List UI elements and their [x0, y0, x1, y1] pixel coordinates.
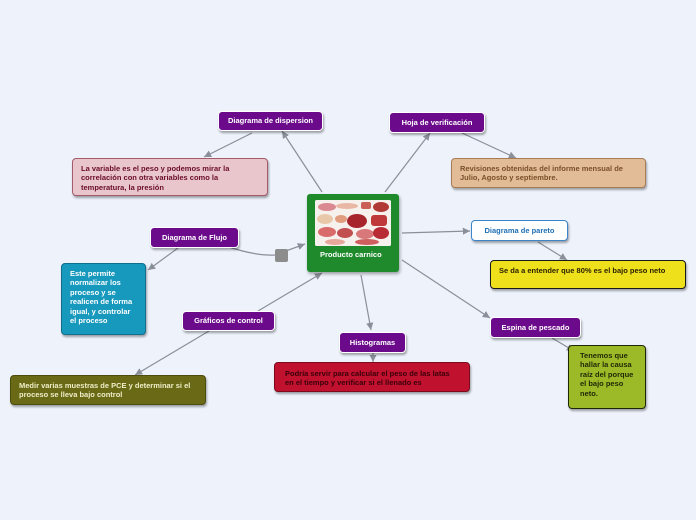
meat-products-image: [315, 200, 391, 246]
note-dispersion[interactable]: La variable es el peso y podemos mirar l…: [72, 158, 268, 196]
link-control-central: [257, 272, 323, 312]
link-pareto-note: [537, 241, 568, 261]
topic-diagrama-flujo[interactable]: Diagrama de Flujo: [150, 227, 239, 248]
topic-histogramas[interactable]: Histogramas: [339, 332, 406, 353]
central-topic-label: Producto carnico: [320, 250, 382, 259]
link-flujo-note: [147, 247, 179, 271]
note-control[interactable]: Medir varias muestras de PCE y determina…: [10, 375, 206, 405]
link-control-note: [134, 330, 210, 376]
topic-espina-pescado[interactable]: Espina de pescado: [490, 317, 581, 338]
link-dispersion-note: [203, 132, 253, 158]
link-central-histogramas: [360, 274, 374, 331]
note-histogramas[interactable]: Podría servir para calcular el peso de l…: [274, 362, 470, 392]
topic-diagrama-pareto[interactable]: Diagrama de pareto: [471, 220, 568, 241]
topic-graficos-control[interactable]: Gráficos de control: [182, 311, 275, 331]
link-central-verificacion: [384, 132, 431, 193]
note-espina-pescado[interactable]: Tenemos que hallar la causa raíz del por…: [568, 345, 646, 409]
link-central-dispersion: [281, 130, 323, 193]
link-central-pescado: [401, 259, 491, 319]
note-pareto[interactable]: Se da a entender que 80% es el bajo peso…: [490, 260, 686, 289]
central-topic[interactable]: Producto carnico: [307, 194, 399, 272]
drag-handle[interactable]: [275, 249, 288, 262]
topic-hoja-verificacion[interactable]: Hoja de verificación: [389, 112, 485, 133]
link-central-pareto: [401, 227, 471, 235]
note-flujo[interactable]: Este permite normalizar los proceso y se…: [61, 263, 146, 335]
topic-diagrama-dispersion[interactable]: Diagrama de dispersion: [218, 111, 323, 131]
note-verificacion[interactable]: Revisiones obtenidas del informe mensual…: [451, 158, 646, 188]
link-verificacion-note: [461, 132, 517, 159]
